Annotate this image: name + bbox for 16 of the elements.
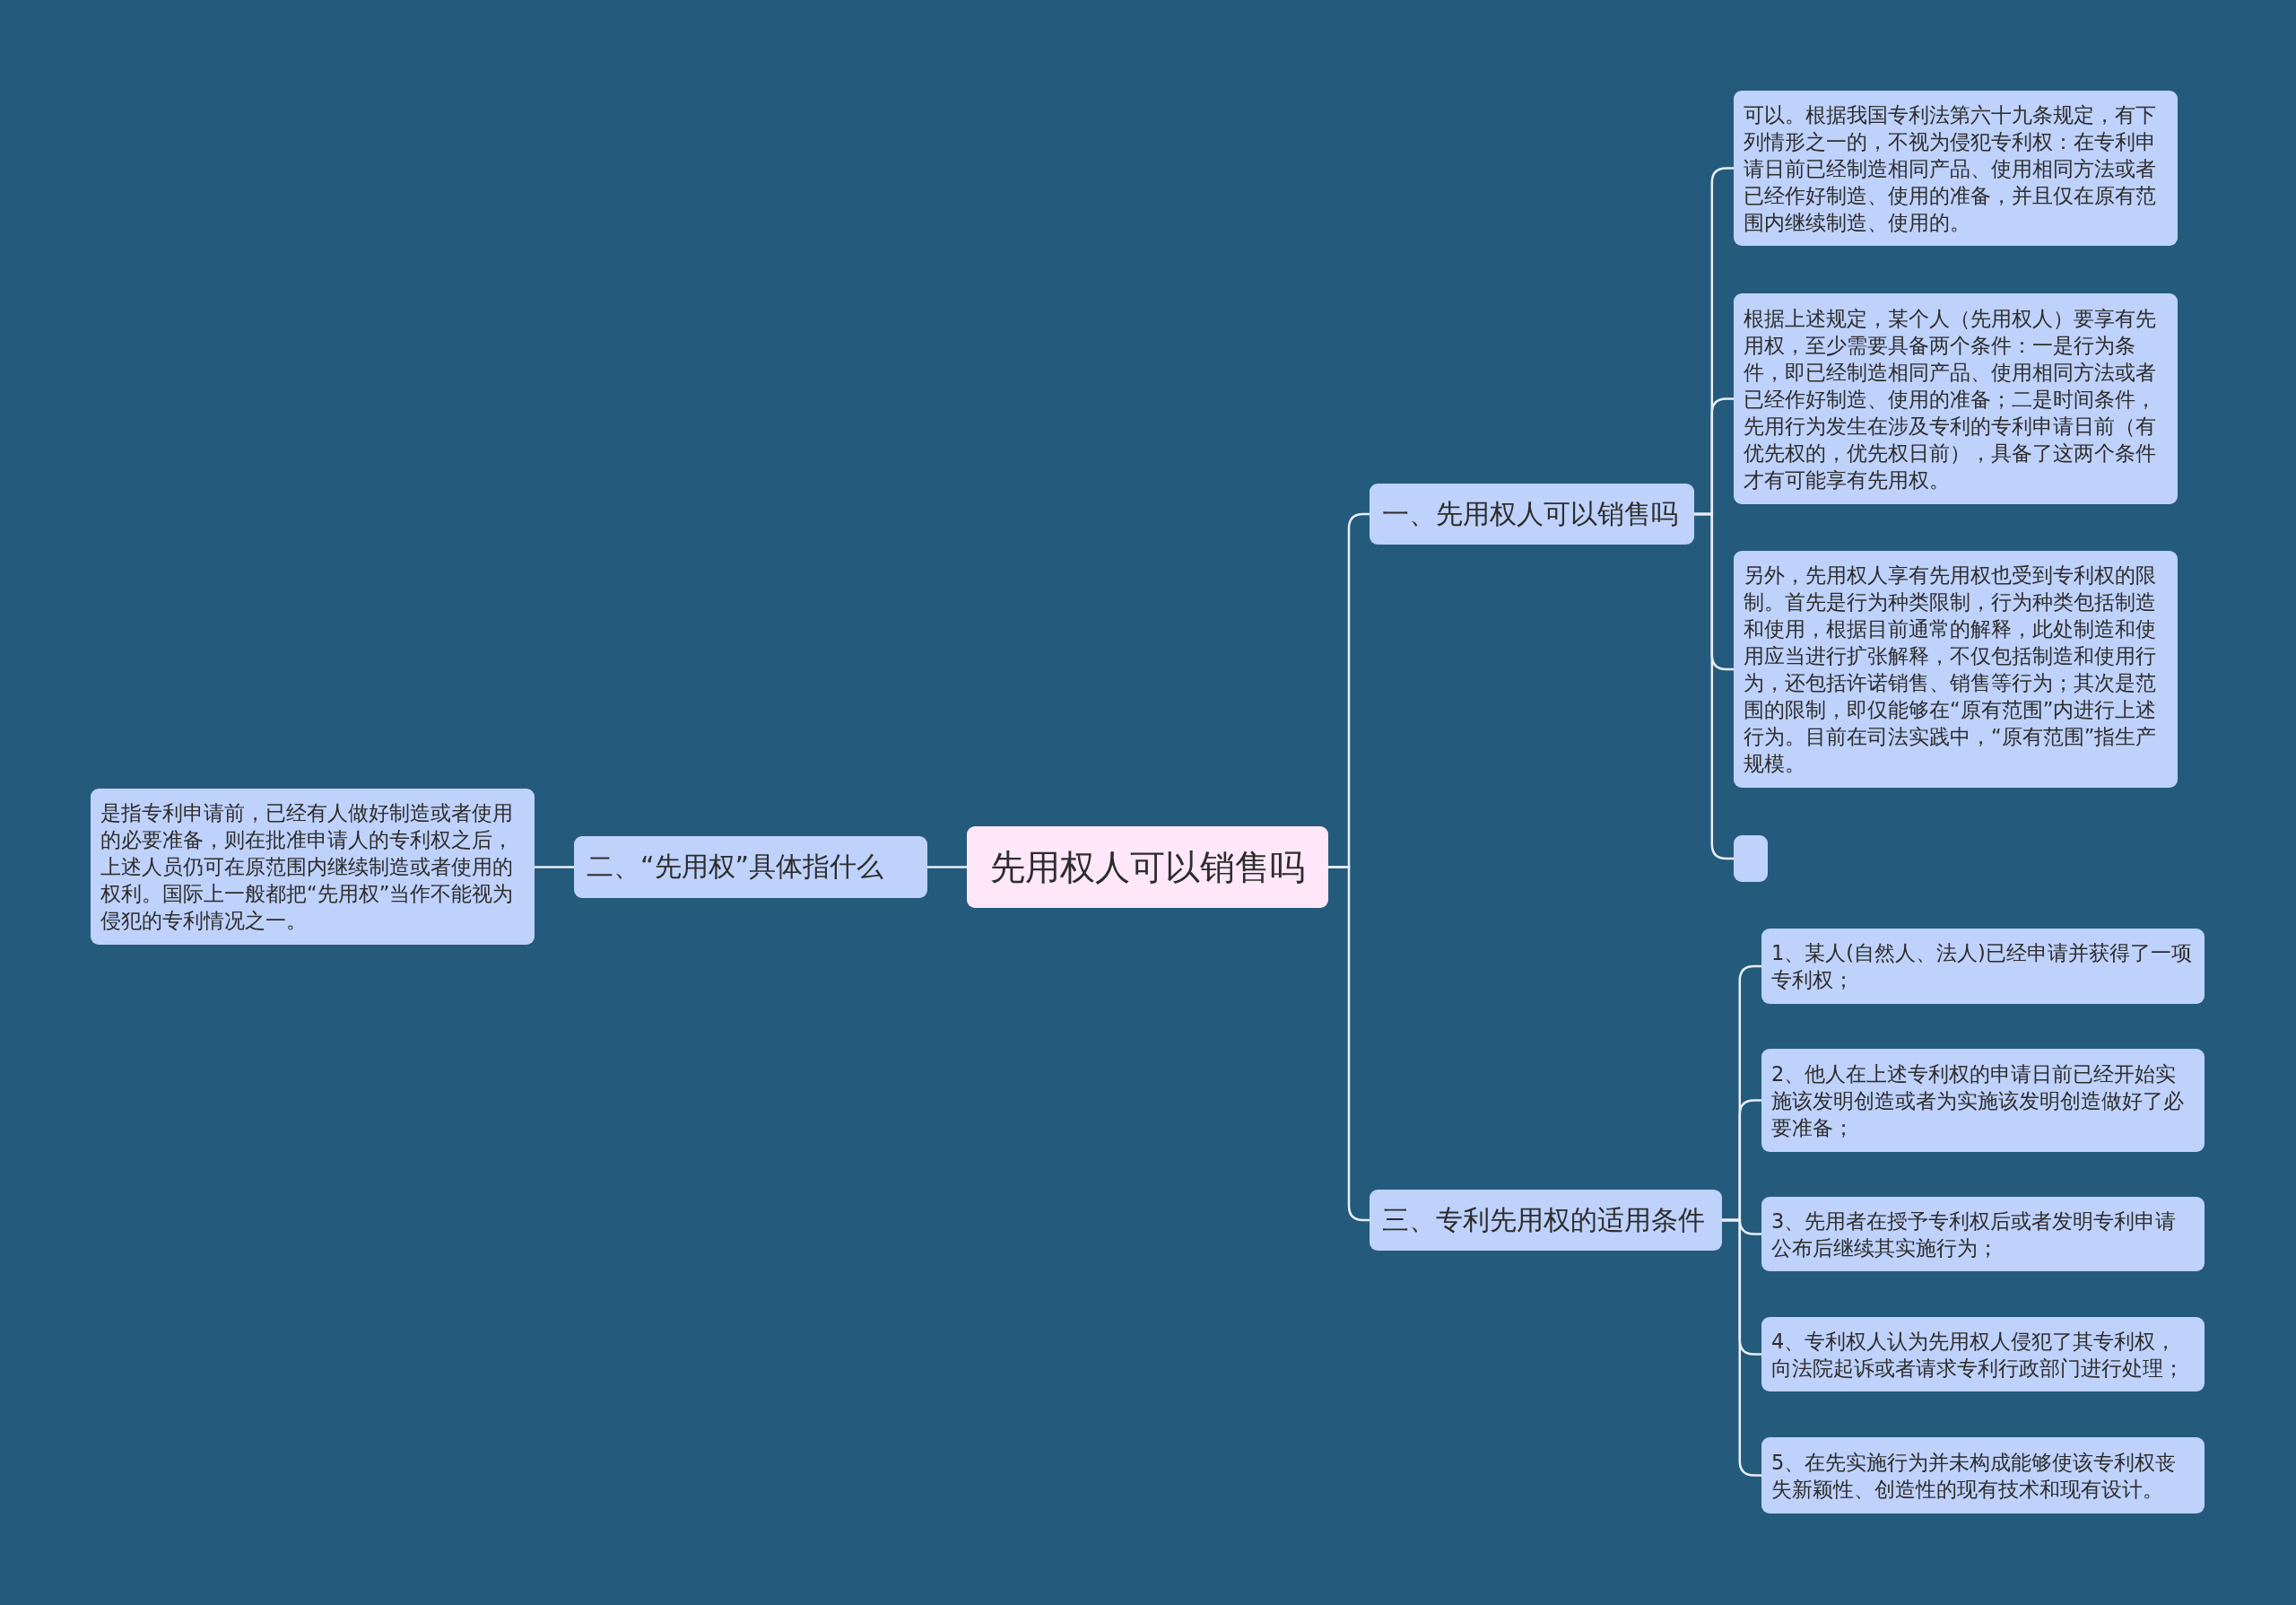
branch-topic-box: 一、先用权人可以销售吗: [1370, 484, 1694, 545]
connector-line: [535, 866, 574, 868]
detail-box: 5、在先实施行为并未构成能够使该专利权丧失新颖性、创造性的现有技术和现有设计。: [1761, 1437, 2205, 1513]
detail-box: 可以。根据我国专利法第六十九条规定，有下列情形之一的，不视为侵犯专利权：在专利申请日前已经制造相同产品、使用相同方法或者已经作好制造、使用的准备，并且仅在原有范围内继续制造、使用的。: [1734, 91, 2178, 246]
empty-box: [1734, 835, 1768, 882]
detail-box: 另外，先用权人享有先用权也受到专利权的限制。首先是行为种类限制，行为种类包括制造和使用，根据目前通常的解释，此处制造和使用应当进行扩张解释，不仅包括制造和使用行为，还包括许诺销售、销售等行为；其次是范围的限制，即仅能够在“原有范围”内进行上述行为。目前在司法实践中，“原有范围”指生产规模。: [1734, 551, 2178, 788]
detail-box: 是指专利申请前，已经有人做好制造或者使用的必要准备，则在批准申请人的专利权之后，上述人员仍可在原范围内继续制造或者使用的权利。国际上一般都把“先用权”当作不能视为侵犯的专利情况之一。: [91, 789, 535, 945]
detail-box: 3、先用者在授予专利权后或者发明专利申请公布后继续其实施行为；: [1761, 1197, 2205, 1271]
detail-box: 1、某人(自然人、法人)已经申请并获得了一项专利权；: [1761, 929, 2205, 1004]
detail-box: 根据上述规定，某个人（先用权人）要享有先用权，至少需要具备两个条件：一是行为条件，即已经制造相同产品、使用相同方法或者已经作好制造、使用的准备；二是时间条件，先用行为发生在涉及专利的专利申请日前（有优先权的，优先权日前），具备了这两个条件才有可能享有先用权。: [1734, 293, 2178, 504]
detail-box: 2、他人在上述专利权的申请日前已经开始实施该发明创造或者为实施该发明创造做好了必要准备；: [1761, 1049, 2205, 1152]
detail-box: 4、专利权人认为先用权人侵犯了其专利权，向法院起诉或者请求专利行政部门进行处理；: [1761, 1317, 2205, 1391]
branch-topic-box: 二、“先用权”具体指什么: [574, 836, 927, 898]
central-topic-box: 先用权人可以销售吗: [967, 826, 1328, 908]
branch-topic-box: 三、专利先用权的适用条件: [1370, 1190, 1722, 1251]
connector-line: [927, 866, 967, 868]
